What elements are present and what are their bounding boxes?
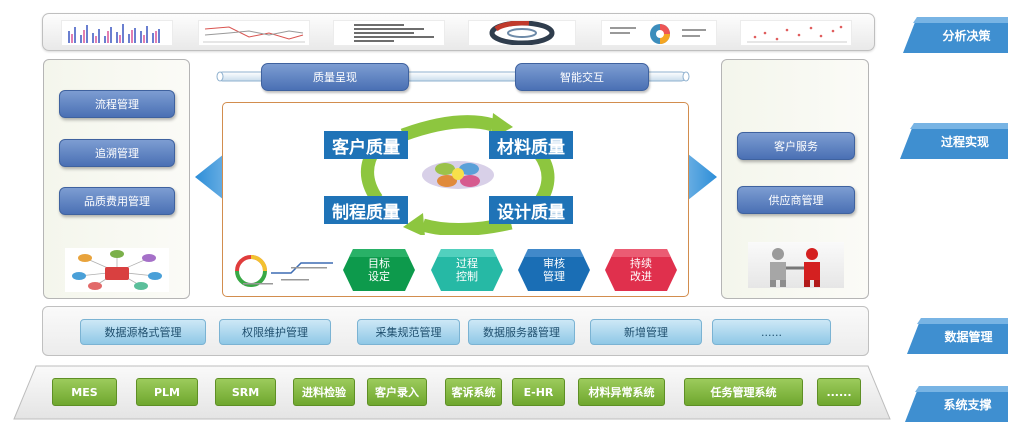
line-chart-thumbnail [198,20,310,46]
pdca-mini-icon [235,255,333,287]
system-label: MES [71,385,98,399]
module-label: 客户服务 [774,140,818,153]
module-supplier-management[interactable]: 供应商管理 [737,186,855,214]
system-more[interactable]: ...... [817,378,861,406]
system-label: 客诉系统 [451,386,496,399]
system-ehr[interactable]: E-HR [512,378,565,406]
tag-shape-icon [903,17,1008,53]
system-label: ...... [826,385,852,399]
capability-smart-interaction[interactable]: 智能交互 [515,63,649,91]
pie-chart-thumbnail [601,20,717,46]
handshake-image [748,242,844,288]
quality-label-text: 设计质量 [497,202,565,223]
system-label: 进料检验 [302,386,346,399]
quality-label-process: 制程质量 [324,196,408,224]
system-incoming-inspection[interactable]: 进料检验 [293,378,355,406]
system-complaint[interactable]: 客诉系统 [445,378,502,406]
system-srm[interactable]: SRM [215,378,276,406]
layer-tag-data: 数据管理 [907,318,1008,354]
layer-tag-label: 过程实现 [940,134,989,149]
data-module-label: 权限维护管理 [242,326,308,339]
system-label: PLM [153,385,181,399]
tag-shape-icon [900,123,1008,159]
layer-tag-label: 系统支撑 [943,397,992,412]
module-customer-service[interactable]: 客户服务 [737,132,855,160]
data-module-label: 数据服务器管理 [483,326,560,339]
system-label: SRM [231,385,260,399]
system-customer-entry[interactable]: 客户录入 [367,378,427,406]
analysis-band [42,13,875,51]
data-module-label: ...... [761,325,782,339]
system-task-management[interactable]: 任务管理系统 [684,378,803,406]
module-label: 品质费用管理 [84,195,150,208]
system-label: 客户录入 [375,386,419,399]
tag-shape-icon [907,318,1008,354]
scatter-chart-thumbnail [740,20,852,46]
capability-label: 智能交互 [560,71,604,84]
left-module-panel: 流程管理 追溯管理 品质费用管理 [43,59,190,299]
system-label: 任务管理系统 [710,386,777,399]
data-module-collection-spec[interactable]: 采集规范管理 [357,319,460,345]
data-module-new[interactable]: 新增管理 [590,319,702,345]
module-label: 供应商管理 [768,194,824,207]
right-module-panel: 客户服务 供应商管理 [721,59,869,299]
quality-label-text: 材料质量 [497,137,565,158]
module-quality-cost-management[interactable]: 品质费用管理 [59,187,175,215]
step-audit-management: 审核 管理 [518,249,590,291]
data-module-label: 数据源格式管理 [104,326,182,339]
step-process-control: 过程 控制 [431,249,503,291]
quality-label-design: 设计质量 [489,196,573,224]
system-label: 材料异常系统 [588,386,655,399]
module-process-management[interactable]: 流程管理 [59,90,175,118]
step-label: 审核 管理 [543,257,565,283]
data-module-label: 采集规范管理 [375,326,442,339]
layer-tag-support: 系统支撑 [905,386,1008,422]
capability-quality-presentation[interactable]: 质量呈现 [261,63,409,91]
bar-chart-thumbnail [61,20,173,46]
layer-tag-label: 分析决策 [942,28,991,43]
step-continuous-improvement: 持续 改进 [605,249,677,291]
layer-tag-label: 数据管理 [944,329,993,344]
system-mes[interactable]: MES [52,378,117,406]
quality-label-material: 材料质量 [489,131,573,159]
layer-tag-process: 过程实现 [900,123,1008,159]
data-module-permission[interactable]: 权限维护管理 [219,319,331,345]
module-label: 追溯管理 [95,147,139,160]
step-label: 目标 设定 [368,257,390,283]
tag-shape-icon [905,386,1008,422]
data-management-band: 数据源格式管理 权限维护管理 采集规范管理 数据服务器管理 新增管理 .....… [42,306,869,356]
horizontal-bar-thumbnail [333,20,445,46]
module-label: 流程管理 [95,98,139,111]
module-traceability-management[interactable]: 追溯管理 [59,139,175,167]
data-module-data-server[interactable]: 数据服务器管理 [468,319,575,345]
quality-label-customer: 客户质量 [324,131,408,159]
mindmap-image [65,248,169,292]
data-module-source-format[interactable]: 数据源格式管理 [80,319,206,345]
step-label: 持续 改进 [630,257,652,283]
quality-label-text: 制程质量 [332,202,400,223]
step-label: 过程 控制 [456,257,478,283]
system-label: E-HR [523,385,554,399]
data-module-label: 新增管理 [624,326,668,339]
system-material-exception[interactable]: 材料异常系统 [578,378,665,406]
data-module-more[interactable]: ...... [712,319,831,345]
quality-label-text: 客户质量 [332,137,400,158]
capability-label: 质量呈现 [313,71,357,84]
step-goal-setting: 目标 设定 [343,249,415,291]
layer-tag-analysis: 分析决策 [903,17,1008,53]
radial-chart-thumbnail [468,20,576,46]
system-plm[interactable]: PLM [136,378,198,406]
